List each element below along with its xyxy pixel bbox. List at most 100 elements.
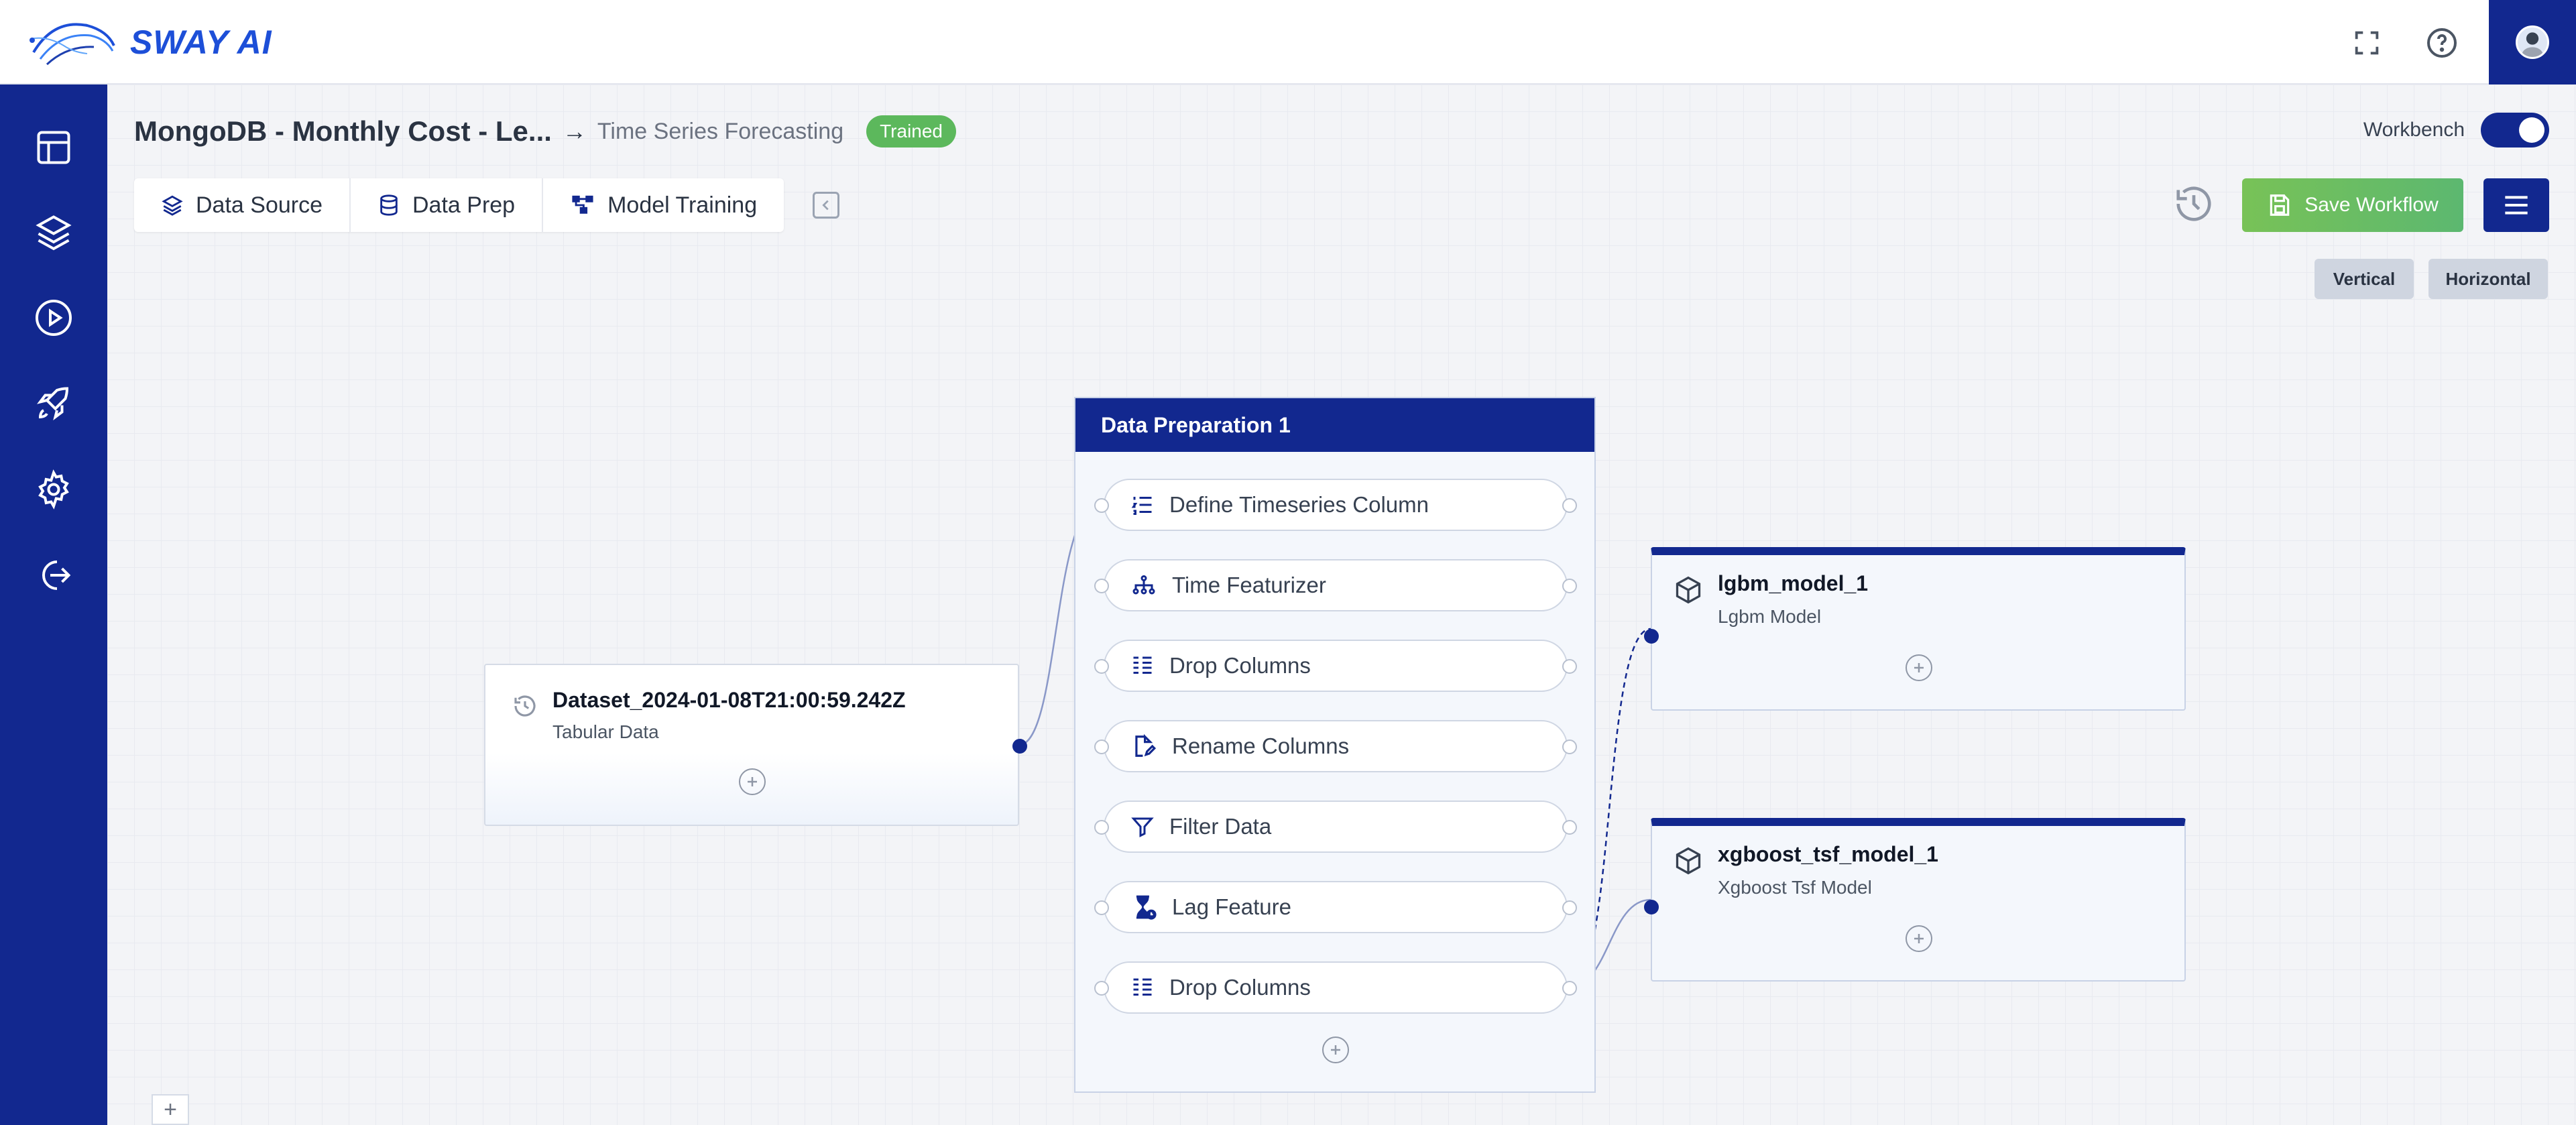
rocket-icon	[37, 387, 69, 420]
filter-icon	[1131, 817, 1154, 837]
step-label: Drop Columns	[1169, 975, 1311, 1000]
horizontal-layout-button[interactable]: Horizontal	[2428, 259, 2548, 299]
data-prep-node[interactable]: Data Preparation 1 Define Timeseries Col…	[1074, 397, 1596, 1093]
input-port[interactable]	[1094, 900, 1109, 915]
top-bar: SWAY AI	[0, 0, 2576, 84]
breadcrumb: MongoDB - Monthly Cost - Le... → Time Se…	[134, 113, 957, 150]
dataset-node[interactable]: Dataset_2024-01-08T21:00:59.242Z Tabular…	[484, 664, 1027, 826]
add-step-button[interactable]	[739, 768, 766, 795]
dataset-subtitle: Tabular Data	[552, 721, 659, 742]
add-prep-step-button[interactable]	[1322, 1037, 1349, 1063]
columns-icon	[1133, 978, 1152, 996]
input-port[interactable]	[1094, 739, 1109, 754]
sidebar-item-logout[interactable]	[32, 554, 75, 597]
zoom-in-button[interactable]: +	[152, 1094, 189, 1125]
step-label: Time Featurizer	[1172, 573, 1326, 597]
save-label: Save Workflow	[2304, 194, 2439, 216]
output-port[interactable]	[1562, 498, 1577, 513]
dataset-title: Dataset_2024-01-08T21:00:59.242Z	[552, 688, 906, 712]
model-subtitle: Xgboost Tsf Model	[1718, 877, 1872, 898]
help-button[interactable]	[2424, 25, 2459, 60]
columns-icon	[1133, 656, 1152, 674]
output-port[interactable]	[1562, 739, 1577, 754]
prep-step-time-featurizer[interactable]: Time Featurizer	[1104, 559, 1568, 611]
workflow-tabs: Data Source Data Prep Model Training	[134, 178, 784, 232]
model-node-xgboost[interactable]: xgboost_tsf_model_1 Xgboost Tsf Model	[1644, 818, 2186, 982]
toggle-knob	[2519, 117, 2544, 143]
model-node-lgbm[interactable]: lgbm_model_1 Lgbm Model	[1644, 547, 2186, 711]
sidebar-item-dashboard[interactable]	[32, 126, 75, 169]
input-port[interactable]	[1094, 579, 1109, 593]
sidebar-item-deploy[interactable]	[32, 382, 75, 425]
model-title: lgbm_model_1	[1718, 571, 1869, 595]
tab-data-source[interactable]: Data Source	[134, 178, 351, 232]
step-label: Define Timeseries Column	[1169, 492, 1429, 517]
plus-icon	[1331, 1045, 1340, 1055]
step-label: Drop Columns	[1169, 653, 1311, 678]
plus-icon	[1914, 663, 1924, 672]
add-model-step-button[interactable]	[1906, 925, 1932, 952]
prep-step-drop-columns[interactable]: Drop Columns	[1104, 640, 1568, 692]
sidebar-item-settings[interactable]	[32, 468, 75, 511]
step-label: Rename Columns	[1172, 733, 1350, 758]
layers-icon	[36, 215, 72, 251]
workbench-label: Workbench	[2363, 119, 2465, 141]
model-title: xgboost_tsf_model_1	[1718, 842, 1938, 866]
plus-icon	[748, 777, 757, 786]
sidebar-item-layers[interactable]	[32, 211, 75, 253]
logo[interactable]: SWAY AI	[27, 12, 272, 72]
input-port[interactable]	[1094, 659, 1109, 674]
output-port[interactable]	[1562, 659, 1577, 674]
prep-step-rename-columns[interactable]: Rename Columns	[1104, 720, 1568, 772]
tab-label: Data Source	[196, 192, 323, 218]
database-icon	[380, 194, 398, 216]
collapse-panel-button[interactable]	[813, 192, 839, 219]
input-port[interactable]	[1644, 629, 1659, 644]
input-port[interactable]	[1644, 900, 1659, 914]
output-port[interactable]	[1562, 900, 1577, 915]
prep-step-filter-data[interactable]: Filter Data	[1104, 801, 1568, 853]
hamburger-icon	[2505, 196, 2528, 215]
fullscreen-icon	[2355, 31, 2379, 55]
model-subtitle: Lgbm Model	[1718, 606, 1822, 627]
input-port[interactable]	[1094, 820, 1109, 835]
workbench-toggle[interactable]	[2481, 113, 2549, 147]
help-icon	[2427, 28, 2457, 58]
avatar	[2516, 25, 2549, 59]
prep-step-lag-feature[interactable]: Lag Feature	[1104, 881, 1568, 933]
list-number-icon	[1131, 497, 1152, 515]
output-port[interactable]	[1012, 739, 1027, 754]
brand-name: SWAY AI	[130, 23, 272, 61]
prep-step-define-timeseries[interactable]: Define Timeseries Column	[1104, 479, 1568, 531]
tab-label: Model Training	[607, 192, 758, 218]
tab-model-training[interactable]: Model Training	[543, 178, 784, 232]
output-port[interactable]	[1562, 981, 1577, 996]
step-label: Filter Data	[1169, 814, 1272, 839]
logout-icon	[42, 560, 71, 590]
breadcrumb-arrow: →	[562, 117, 587, 145]
save-workflow-button[interactable]: Save Workflow	[2242, 178, 2463, 232]
save-icon	[2270, 194, 2290, 216]
sidebar	[0, 84, 107, 1125]
user-icon	[2521, 32, 2544, 57]
vertical-layout-button[interactable]: Vertical	[2315, 259, 2414, 299]
chevron-left-icon	[822, 200, 829, 211]
sidebar-item-run[interactable]	[32, 296, 75, 339]
workbench-control: Workbench	[2363, 111, 2549, 149]
layout-icon	[37, 131, 70, 164]
tab-data-prep[interactable]: Data Prep	[351, 178, 544, 232]
user-menu[interactable]	[2489, 0, 2576, 84]
file-edit-icon	[1135, 733, 1157, 757]
fullscreen-button[interactable]	[2349, 25, 2384, 60]
add-model-step-button[interactable]	[1906, 654, 1932, 681]
menu-button[interactable]	[2483, 178, 2549, 232]
output-port[interactable]	[1562, 820, 1577, 835]
prep-node-title: Data Preparation 1	[1075, 398, 1594, 452]
output-port[interactable]	[1562, 579, 1577, 593]
input-port[interactable]	[1094, 981, 1109, 996]
gear-icon	[38, 469, 69, 510]
input-port[interactable]	[1094, 498, 1109, 513]
prep-step-drop-columns-2[interactable]: Drop Columns	[1104, 961, 1568, 1014]
status-badge: Trained	[866, 115, 957, 147]
history-button[interactable]	[2172, 182, 2215, 225]
